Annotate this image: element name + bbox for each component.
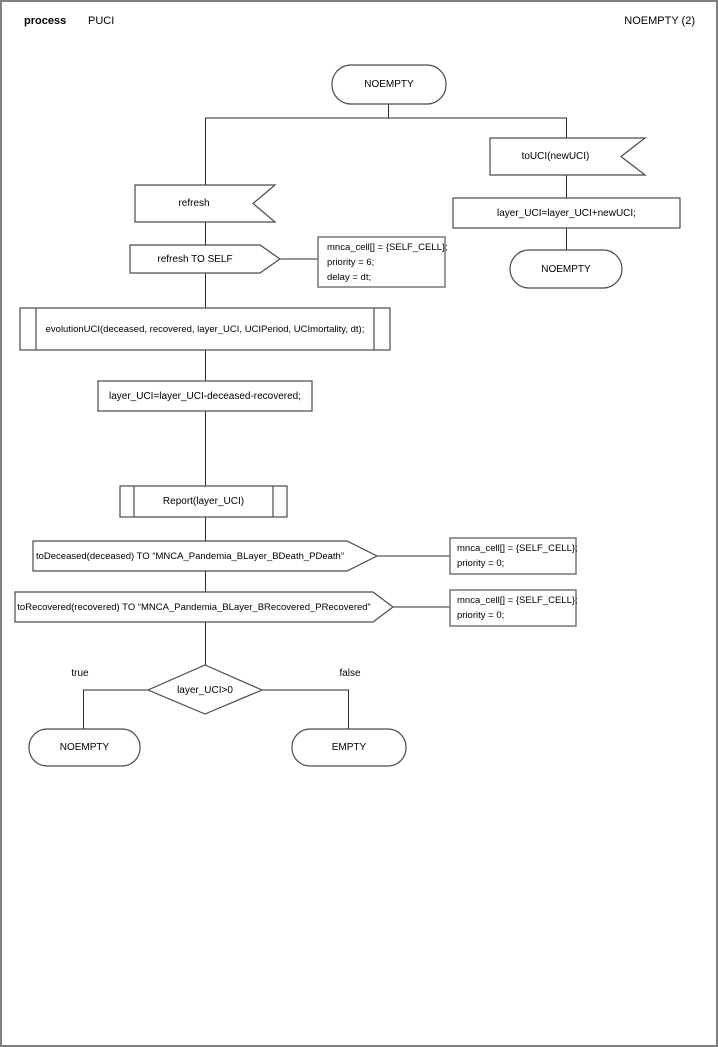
output-toRecovered-label: toRecovered(recovered) TO “MNCA_Pandemia…: [17, 601, 371, 613]
state-true-label: NOEMPTY: [59, 742, 110, 753]
output-refresh-self-shape: [129, 244, 282, 274]
comment-refresh-text: mnca_cell[] = {SELF_CELL}; priority = 6;…: [327, 242, 448, 283]
comment-toDeceased-box: [449, 537, 577, 575]
input-toUCI-label: toUCI(newUCI): [521, 151, 590, 162]
task-addUCI-shape: [452, 197, 681, 229]
output-refresh-self-label: refresh TO SELF: [157, 253, 233, 265]
procedure-report-label: Report(layer_UCI): [162, 496, 245, 507]
state-false-shape: [291, 728, 407, 767]
process-name-label: PUCI: [88, 15, 115, 27]
state-start-shape: [331, 64, 447, 105]
connector-lines: [83, 104, 567, 730]
decision-label: layer_UCI>0: [177, 684, 233, 696]
state-after-toUCI-shape: [509, 249, 623, 289]
state-after-toUCI-label: NOEMPTY: [541, 263, 591, 275]
procedure-report-shape: [119, 485, 288, 518]
decision-diamond-shape: [146, 664, 264, 715]
procedure-evolution-shape: [19, 307, 391, 351]
input-refresh-shape: [134, 184, 277, 223]
comment-refresh-box: [317, 236, 446, 288]
branch-true-label: true: [71, 667, 89, 679]
state-false-label: EMPTY: [331, 742, 367, 753]
comment-toRecovered-text: mnca_cell[] = {SELF_CELL}; priority = 0;: [457, 595, 578, 621]
comment-toRecovered-box: [449, 589, 577, 627]
output-toDeceased-shape: [32, 540, 379, 572]
page-reference-label: NOEMPTY (2): [624, 15, 695, 27]
comment-toDeceased-text: mnca_cell[] = {SELF_CELL}; priority = 0;: [457, 543, 578, 569]
task-updateUCI-label: layer_UCI=layer_UCI-deceased-recovered;: [108, 390, 302, 402]
branch-false-label: false: [339, 667, 361, 679]
output-toRecovered-shape: [14, 591, 394, 623]
state-true-shape: [28, 728, 141, 767]
task-addUCI-label: layer_UCI=layer_UCI+newUCI;: [497, 207, 636, 219]
procedure-evolution-label: evolutionUCI(deceased, recovered, layer_…: [45, 323, 365, 335]
input-refresh-label: refresh: [178, 198, 210, 209]
task-updateUCI-shape: [97, 380, 313, 412]
state-start-label: NOEMPTY: [364, 79, 414, 90]
input-toUCI-shape: [489, 137, 647, 176]
process-kind-label: process: [24, 15, 67, 27]
output-toDeceased-label: toDeceased(deceased) TO “MNCA_Pandemia_B…: [35, 550, 345, 562]
